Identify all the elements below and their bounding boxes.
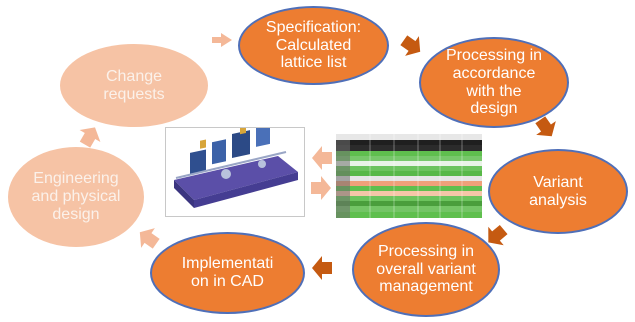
lattice-spreadsheet-drawing [336,129,482,218]
node-change-requests-label: Change requests [103,67,165,103]
node-implementation-cad: Implementati on in CAD [150,232,305,314]
arrow-engineering-to-change [79,127,101,148]
arrow-change-to-spec [212,33,232,47]
node-implementation-cad-label: Implementati on in CAD [181,255,274,290]
node-specification-label: Specification: Calculated lattice list [265,18,362,72]
arrow-spec-to-processing [400,35,421,56]
node-variant-analysis: Variant analysis [488,149,628,234]
node-processing-variant-management-label: Processing in overall variant management [376,242,476,296]
arrow-processing-to-variant [535,116,556,137]
node-variant-analysis-label: Variant analysis [529,173,587,209]
arrow-overall-to-cad [312,256,332,280]
arrow-cad-to-lattice-image [311,176,331,200]
node-engineering-design: Engineering and physical design [8,147,144,247]
node-processing-design-label: Processing in accordance with the design [445,46,543,118]
node-specification: Specification: Calculated lattice list [238,6,389,85]
arrow-lattice-to-cad-image [312,146,332,170]
cad-machine-drawing [166,123,304,216]
node-change-requests: Change requests [60,44,208,127]
arrow-cad-to-engineering [139,228,160,249]
cad-machine-image [165,123,305,217]
lattice-spreadsheet-image [336,129,482,218]
node-processing-design: Processing in accordance with the design [419,37,569,128]
node-processing-variant-management: Processing in overall variant management [352,222,500,317]
arrow-variant-to-overall [488,224,508,246]
node-engineering-design-label: Engineering and physical design [31,170,121,223]
